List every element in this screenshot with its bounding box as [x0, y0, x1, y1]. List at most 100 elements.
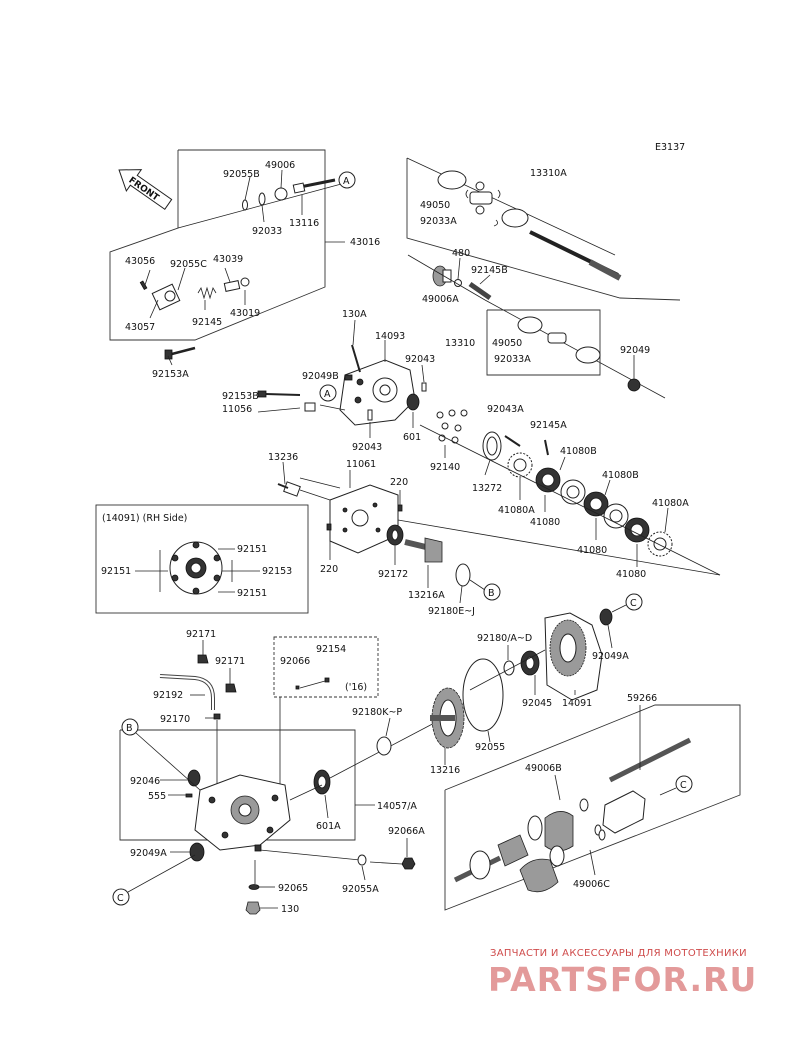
callout-B-right: B	[483, 583, 501, 601]
label-41080A-b: 41080A	[652, 498, 689, 509]
watermark-logo: PARTSFOR.RU	[488, 960, 758, 999]
label-49050-top: 49050	[420, 200, 450, 211]
bracket-43016	[109, 149, 326, 341]
label-130: 130	[281, 904, 299, 915]
label-13116: 13116	[289, 218, 319, 229]
part-49050-ujoint-mid	[517, 316, 601, 364]
label-92153B: 92153B	[222, 391, 259, 402]
svg-text:B: B	[126, 723, 133, 734]
bracket-14057A	[119, 729, 356, 841]
callout-A-top: A	[338, 171, 356, 189]
part-41080-disc-c	[624, 517, 650, 543]
year-note: ('16)	[345, 682, 367, 693]
diagram-code: E3137	[655, 142, 685, 153]
part-43019-plug	[240, 277, 250, 287]
part-92192-hose	[159, 674, 215, 710]
label-49006: 49006	[265, 160, 295, 171]
part-49006B-boot-ring	[527, 815, 543, 841]
inset-label-92151-b: 92151	[101, 566, 131, 577]
label-92145B: 92145B	[471, 265, 508, 276]
part-92065-gasket	[248, 884, 260, 890]
label-92043A: 92043A	[487, 404, 524, 415]
label-92140: 92140	[430, 462, 460, 473]
label-92046: 92046	[130, 776, 160, 787]
label-92043-b: 92043	[352, 442, 382, 453]
front-arrow-icon: FRONT	[118, 169, 173, 210]
part-92049A-seal-right	[599, 608, 613, 626]
part-601-bearing	[406, 393, 420, 411]
part-14093-case	[339, 359, 416, 426]
part-49050-ujoint-top	[437, 170, 529, 228]
part-480-ring	[454, 279, 462, 287]
part-92180AD-shim	[503, 660, 515, 676]
inset-rh-gear-icon	[169, 541, 223, 595]
part-92171-clamp-b	[225, 683, 237, 693]
part-11061-cover	[329, 484, 399, 554]
label-43039: 43039	[213, 254, 243, 265]
svg-text:C: C	[680, 780, 687, 791]
part-41080B-disc-a	[560, 479, 586, 505]
callout-C-left: C	[112, 888, 130, 906]
part-92145B-spring	[468, 281, 492, 301]
part-41080-disc-a	[535, 467, 561, 493]
part-49006A-boot	[432, 265, 452, 287]
inset-label-92151-a: 92151	[237, 544, 267, 555]
part-13116-shaft	[292, 178, 336, 194]
inset-rh-title: (14091) (RH Side)	[102, 513, 187, 524]
label-43056: 43056	[125, 256, 155, 267]
part-92055-oring	[462, 658, 504, 732]
callout-C-right-top: C	[625, 593, 643, 611]
part-41080A-disc-a	[507, 452, 533, 478]
part-43039-piston	[223, 280, 241, 292]
label-49006B: 49006B	[525, 763, 562, 774]
part-92046-seal	[187, 769, 201, 787]
part-92049-seal	[627, 378, 641, 392]
inset-label-92151-c: 92151	[237, 588, 267, 599]
part-41080B-disc-b	[603, 503, 629, 529]
label-92033A-mid: 92033A	[494, 354, 531, 365]
label-92045: 92045	[522, 698, 552, 709]
label-92049B: 92049B	[302, 371, 339, 382]
callout-A-mid: A	[319, 384, 337, 402]
label-41080-a: 41080	[530, 517, 560, 528]
label-92153A: 92153A	[152, 369, 189, 380]
bracket-13310A	[406, 158, 681, 301]
label-92055: 92055	[475, 742, 505, 753]
label-41080B-a: 41080B	[560, 446, 597, 457]
label-41080-c: 41080	[616, 569, 646, 580]
label-13236: 13236	[268, 452, 298, 463]
label-220-b: 220	[320, 564, 338, 575]
label-92049A-right: 92049A	[592, 651, 629, 662]
part-92140-balls	[436, 409, 468, 444]
svg-text:C: C	[630, 598, 637, 609]
label-13310: 13310	[445, 338, 475, 349]
label-92065: 92065	[278, 883, 308, 894]
label-92145A: 92145A	[530, 420, 567, 431]
watermark-caption: ЗАПЧАСТИ И АКСЕССУАРЫ ДЛЯ МОТОТЕХНИКИ	[490, 948, 747, 959]
part-92049B-seal	[344, 374, 353, 381]
part-92171-clamp-a	[197, 654, 209, 664]
part-92055B-oring	[242, 199, 248, 211]
label-601A: 601A	[316, 821, 341, 832]
label-92145: 92145	[192, 317, 222, 328]
part-13310A-shaft	[529, 230, 622, 281]
label-92049A-left: 92049A	[130, 848, 167, 859]
label-130A: 130A	[342, 309, 367, 320]
label-49050-mid: 49050	[492, 338, 522, 349]
svg-text:B: B	[488, 588, 495, 599]
label-43016: 43016	[350, 237, 380, 248]
part-13236-shifter	[277, 481, 301, 497]
label-13310A: 13310A	[530, 168, 567, 179]
part-59266-driveshaft	[453, 737, 692, 893]
part-49006-seal	[274, 187, 288, 201]
part-220-pin	[326, 523, 332, 531]
part-92145-spring	[197, 286, 217, 300]
label-43019: 43019	[230, 308, 260, 319]
label-59266: 59266	[627, 693, 657, 704]
part-130-drain-plug	[245, 901, 261, 915]
label-92171-a: 92171	[186, 629, 216, 640]
label-92055B: 92055B	[223, 169, 260, 180]
label-92171-b: 92171	[215, 656, 245, 667]
label-11061: 11061	[346, 459, 376, 470]
label-92172: 92172	[378, 569, 408, 580]
